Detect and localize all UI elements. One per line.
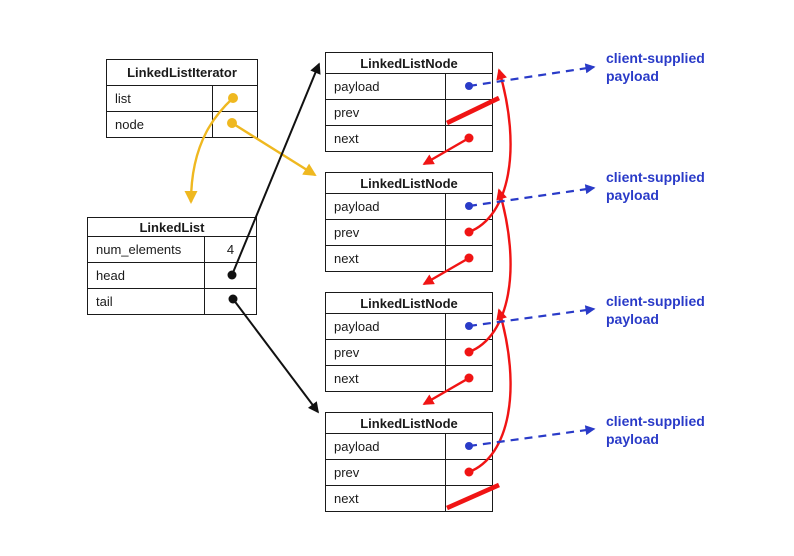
linked-list-node-box-2: LinkedListNode payload prev next <box>325 172 493 272</box>
node1-row-prev: prev <box>326 100 492 126</box>
linked-list-class-title: LinkedList <box>88 218 256 237</box>
iterator-field-list: list <box>115 91 131 106</box>
node3-row-payload: payload <box>326 314 492 340</box>
node2-prev-value-cell <box>445 220 492 245</box>
node1-field-next: next <box>334 131 359 146</box>
linked-list-row-head: head <box>88 263 256 289</box>
linked-list-box: LinkedList num_elements 4 head tail <box>87 217 257 315</box>
node1-payload-value-cell <box>445 74 492 99</box>
payload-label-2-line2: payload <box>606 187 659 203</box>
payload-label-4-line1: client-supplied <box>606 413 705 429</box>
node4-row-payload: payload <box>326 434 492 460</box>
node4-class-title: LinkedListNode <box>326 413 492 434</box>
node3-field-next: next <box>334 371 359 386</box>
payload-label-1-line2: payload <box>606 68 659 84</box>
linked-list-field-head: head <box>96 268 125 283</box>
linked-list-node-box-3: LinkedListNode payload prev next <box>325 292 493 392</box>
node1-class-title: LinkedListNode <box>326 53 492 74</box>
linked-list-node-box-4: LinkedListNode payload prev next <box>325 412 493 512</box>
node3-prev-value-cell <box>445 340 492 365</box>
payload-label-2: client-supplied payload <box>606 168 736 204</box>
payload-label-4: client-supplied payload <box>606 412 736 448</box>
node1-prev-value-cell <box>445 100 492 125</box>
node4-payload-value-cell <box>445 434 492 459</box>
linked-list-row-num-elements: num_elements 4 <box>88 237 256 263</box>
linked-list-row-tail: tail <box>88 289 256 314</box>
iterator-list-value-cell <box>212 86 257 111</box>
node3-field-prev: prev <box>334 345 360 360</box>
node2-field-payload: payload <box>334 199 380 214</box>
node2-field-prev: prev <box>334 225 360 240</box>
linked-list-field-tail: tail <box>96 294 113 309</box>
payload-label-3: client-supplied payload <box>606 292 736 328</box>
node4-field-next: next <box>334 491 359 506</box>
node1-row-payload: payload <box>326 74 492 100</box>
node3-field-payload: payload <box>334 319 380 334</box>
iterator-node-value-cell <box>212 112 257 137</box>
node3-class-title: LinkedListNode <box>326 293 492 314</box>
iterator-class-title: LinkedListIterator <box>107 60 257 86</box>
payload-label-1-line1: client-supplied <box>606 50 705 66</box>
node2-class-title: LinkedListNode <box>326 173 492 194</box>
node4-field-payload: payload <box>334 439 380 454</box>
node3-row-prev: prev <box>326 340 492 366</box>
node4-row-next: next <box>326 486 492 511</box>
payload-label-1: client-supplied payload <box>606 49 736 85</box>
node4-row-prev: prev <box>326 460 492 486</box>
payload-label-3-line1: client-supplied <box>606 293 705 309</box>
tail-value-cell <box>204 289 256 314</box>
node1-next-value-cell <box>445 126 492 151</box>
node3-row-next: next <box>326 366 492 391</box>
node2-payload-value-cell <box>445 194 492 219</box>
node2-field-next: next <box>334 251 359 266</box>
payload-label-2-line1: client-supplied <box>606 169 705 185</box>
node4-next-value-cell <box>445 486 492 511</box>
node2-next-value-cell <box>445 246 492 271</box>
node2-row-payload: payload <box>326 194 492 220</box>
linked-list-iterator-box: LinkedListIterator list node <box>106 59 258 138</box>
node4-field-prev: prev <box>334 465 360 480</box>
node1-field-prev: prev <box>334 105 360 120</box>
iterator-row-node: node <box>107 112 257 137</box>
node3-payload-value-cell <box>445 314 492 339</box>
head-value-cell <box>204 263 256 288</box>
node1-field-payload: payload <box>334 79 380 94</box>
node1-row-next: next <box>326 126 492 151</box>
node2-row-prev: prev <box>326 220 492 246</box>
payload-label-3-line2: payload <box>606 311 659 327</box>
linked-list-node-box-1: LinkedListNode payload prev next <box>325 52 493 152</box>
num-elements-value: 4 <box>204 237 256 262</box>
iterator-field-node: node <box>115 117 144 132</box>
node3-next-value-cell <box>445 366 492 391</box>
iterator-row-list: list <box>107 86 257 112</box>
payload-label-4-line2: payload <box>606 431 659 447</box>
linked-list-field-num-elements: num_elements <box>96 242 182 257</box>
node2-row-next: next <box>326 246 492 271</box>
node4-prev-value-cell <box>445 460 492 485</box>
